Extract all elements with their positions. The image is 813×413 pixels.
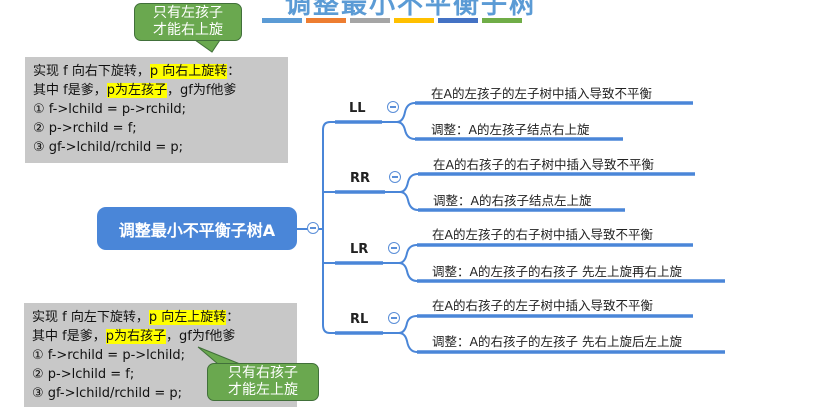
rl-cause[interactable]: 在A的右孩子的左子树中插入导致不平衡 [432, 298, 654, 313]
right-child-callout: 只有右孩子 才能左上旋 [207, 363, 319, 401]
rr-fix[interactable]: 调整：A的右孩子结点左上旋 [433, 193, 592, 208]
note-text: 其中 f是爹， [32, 329, 106, 344]
mindmap-root-node[interactable]: 调整最小不平衡子树A [97, 207, 297, 250]
step-1: ① f->lchild = p->rchild; [33, 102, 187, 117]
highlight-text: p 向左上旋转 [148, 310, 227, 325]
branch-label-lr[interactable]: LR [350, 242, 369, 257]
step-3: ③ gf->lchild/rchild = p; [32, 386, 183, 401]
callout-text: 才能左上旋 [228, 382, 298, 398]
color-bar [306, 18, 346, 23]
collapse-icon[interactable] [389, 171, 401, 183]
step-2: ② p->lchild = f; [32, 367, 135, 382]
branch-label-ll[interactable]: LL [349, 101, 366, 116]
note-text: 其中 f是爹， [33, 83, 107, 98]
note-text: ，gf为f他爹 [165, 329, 236, 344]
color-bar [482, 18, 522, 23]
collapse-icon[interactable] [307, 222, 319, 234]
collapse-icon[interactable] [387, 101, 399, 113]
left-rotation-note: 实现 f 向左下旋转，p 向左上旋转： 其中 f是爹，p为右孩子，gf为f他爹 … [24, 303, 297, 407]
note-text: ，gf为f他爹 [166, 83, 237, 98]
branch-label-rl[interactable]: RL [350, 312, 369, 327]
slide-title: 调整最小不平衡子树 [285, 0, 538, 20]
lr-fix[interactable]: 调整：A的左孩子的右孩子 先左上旋再右上旋 [432, 264, 683, 279]
color-bar [350, 18, 390, 23]
lr-cause[interactable]: 在A的左孩子的右子树中插入导致不平衡 [432, 227, 654, 242]
note-text: 实现 f 向右下旋转， [33, 64, 150, 79]
collapse-icon[interactable] [388, 312, 400, 324]
collapse-icon[interactable] [388, 242, 400, 254]
ll-fix[interactable]: 调整：A的左孩子结点右上旋 [431, 122, 590, 137]
callout-text: 只有右孩子 [228, 365, 298, 381]
color-bar [394, 18, 434, 23]
step-2: ② p->rchild = f; [33, 121, 137, 136]
note-text: 实现 f 向左下旋转， [32, 310, 149, 325]
note-text: ： [226, 310, 240, 325]
color-bar [438, 18, 478, 23]
rr-cause[interactable]: 在A的右孩子的右子树中插入导致不平衡 [433, 157, 655, 172]
callout-text: 只有左孩子 [153, 5, 223, 21]
callout-pointer [193, 39, 221, 53]
callout-pointer [197, 346, 241, 365]
highlight-text: p为右孩子 [105, 329, 166, 344]
note-text: ： [227, 64, 241, 79]
highlight-text: p 向右上旋转 [149, 64, 228, 79]
step-3: ③ gf->lchild/rchild = p; [33, 140, 184, 155]
rl-fix[interactable]: 调整：A的右孩子的左孩子 先右上旋后左上旋 [432, 334, 683, 349]
branch-label-rr[interactable]: RR [350, 171, 371, 186]
color-bar [262, 18, 302, 23]
callout-text: 才能右上旋 [153, 22, 223, 38]
ll-cause[interactable]: 在A的左孩子的左子树中插入导致不平衡 [431, 86, 653, 101]
right-rotation-note: 实现 f 向右下旋转，p 向右上旋转： 其中 f是爹，p为左孩子，gf为f他爹 … [25, 57, 288, 163]
left-child-callout: 只有左孩子 才能右上旋 [134, 3, 242, 41]
step-1: ① f->rchild = p->lchild; [32, 348, 186, 363]
highlight-text: p为左孩子 [106, 83, 167, 98]
